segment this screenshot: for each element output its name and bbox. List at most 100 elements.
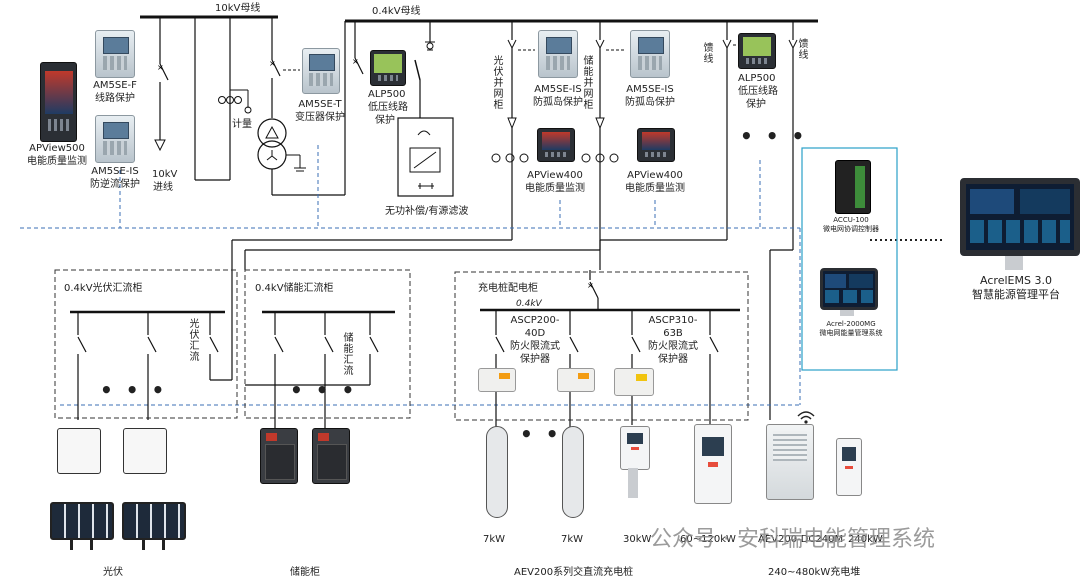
incoming-line-label: 进线 [153,182,173,193]
am5se-is-b-model: AM5SE-IS [626,84,674,95]
ascp310-desc-line2: 保护器 [658,354,688,365]
rating-30kw: 30kW [623,534,652,545]
am5se-is-b-device [630,30,670,78]
am5se-is-a-device [538,30,578,78]
pv-panel-a-leg-left [70,538,73,550]
apview400-a-model: APView400 [527,170,583,181]
ascp200-desc-line1: 防火限流式 [510,341,560,352]
pv-panel-b [122,502,186,540]
accu-desc: 微电网协调控制器 [823,225,879,233]
ess-combiner-side-label: 储能汇流 [341,332,352,376]
am5se-f-desc: 线路保护 [95,93,135,104]
dc-pile-30kw [620,426,650,470]
am5se-is-a-desc: 防孤岛保护 [533,97,583,108]
acrelems-stand [1005,256,1023,270]
pv-combiner-ellipsis: • • • [100,378,168,402]
am5se-is-reverse-device [95,115,135,163]
apview400-b-device [637,128,675,162]
alp500-right-model: ALP500 [738,73,776,84]
pv-grid-cabinet-label: 光伏并网柜 [491,55,502,110]
ess-cabinet-b [312,428,350,484]
dc-charging-stack-cabinet [766,424,814,500]
svg-text:×: × [352,57,359,66]
rating-60-120kw: 60~120kW [680,534,736,545]
apview500-device [40,62,77,142]
ascp200-breaker-a [478,368,516,392]
bottom-pv-label: 光伏 [103,567,123,578]
ascp200-desc-line2: 保护器 [520,354,550,365]
ac-charger-gun-a [486,426,508,518]
alp500-left-desc1: 低压线路 [368,102,408,113]
acrel2000-desc: 微电网能量管理系统 [819,329,883,337]
pv-combiner-title: 0.4kV光伏汇流柜 [64,283,143,294]
alp500-left-device [370,50,406,86]
accu-100-controller [835,160,871,214]
am5se-f-model: AM5SE-F [93,80,137,91]
am5se-t-device [302,48,340,94]
ems-subtitle: 智慧能源管理平台 [972,288,1060,301]
metering-label: 计量 [232,119,252,130]
am5se-t-model: AM5SE-T [298,99,342,110]
ascp200-model-line1: ASCP200- [510,315,560,326]
pv-combiner-side-label: 光伏汇流 [187,318,198,362]
alp500-right-desc1: 低压线路 [738,86,778,97]
svg-text:×: × [587,281,594,290]
acrel2000-model: Acrel-2000MG [826,320,876,328]
rating-240kw: 240kW [848,534,883,545]
dc-charging-terminal [836,438,862,496]
pv-panel-a-leg-right [90,538,93,550]
apview400-a-device [537,128,575,162]
acrel-2000mg-stand [840,310,854,316]
bottom-ac-dc-label: AEV200系列交直流充电桩 [514,567,634,578]
ascp310-breaker [614,368,654,396]
charging-bus-label: 0.4kV [516,299,542,309]
dc-pile-30kw-stand [628,468,638,498]
ascp310-desc-line1: 防火限流式 [648,341,698,352]
ascp200-breaker-b [557,368,595,392]
am5se-is-reverse-desc: 防逆流保护 [90,179,140,190]
pv-panel-a [50,502,114,540]
apview500-desc: 电能质量监测 [27,156,87,167]
pv-inverter-b [123,428,167,474]
feeder-a-label: 馈线 [701,42,712,64]
ess-combiner-title: 0.4kV储能汇流柜 [255,283,334,294]
ascp200-model-line2: 40D [524,328,546,339]
pv-panel-b-leg-right [162,538,165,550]
svg-apf-label: 无功补偿/有源滤波 [385,206,469,217]
alp500-left-desc2: 保护 [375,115,395,126]
am5se-is-a-model: AM5SE-IS [534,84,582,95]
apview400-a-desc: 电能质量监测 [525,183,585,194]
bottom-charging-stack-label: 240~480kW充电堆 [768,567,861,578]
am5se-t-desc: 变压器保护 [295,112,345,123]
bus-04kv-label: 0.4kV母线 [372,6,421,17]
apview400-b-model: APView400 [627,170,683,181]
rating-7kw-b: 7kW [561,534,584,545]
ascp310-model-line1: ASCP310- [648,315,698,326]
apview400-b-desc: 电能质量监测 [625,183,685,194]
acrel-2000mg-monitor [820,268,878,310]
ascp310-model-line2: 63B [663,328,683,339]
am5se-f-device [95,30,135,78]
charging-cabinet-title: 充电桩配电柜 [478,283,538,294]
rating-7kw-a: 7kW [483,534,506,545]
alp500-right-device [738,33,776,69]
dc-pile-60-120kw [694,424,732,504]
alp500-right-desc2: 保护 [746,99,766,110]
ess-combiner-ellipsis: • • • [290,378,358,402]
ess-grid-cabinet-label: 储能并网柜 [581,55,592,110]
ess-cabinet-a [260,428,298,484]
ac-charger-gun-b [562,426,584,518]
bus-10kv-label: 10kV母线 [215,3,261,14]
alp500-left-model: ALP500 [368,89,406,100]
apview500-model: APView500 [29,143,85,154]
svg-text:×: × [269,59,276,68]
watermark: 公众号 · 安科瑞电能管理系统 [650,527,935,552]
ems-title: AcrelEMS 3.0 [980,274,1052,287]
pv-panel-b-leg-left [142,538,145,550]
accu-model: ACCU-100 [833,216,869,224]
bottom-ess-label: 储能柜 [290,567,320,578]
rating-aev200-dc240m: AEV200-DC240M [758,534,844,545]
svg-text:×: × [157,63,164,72]
